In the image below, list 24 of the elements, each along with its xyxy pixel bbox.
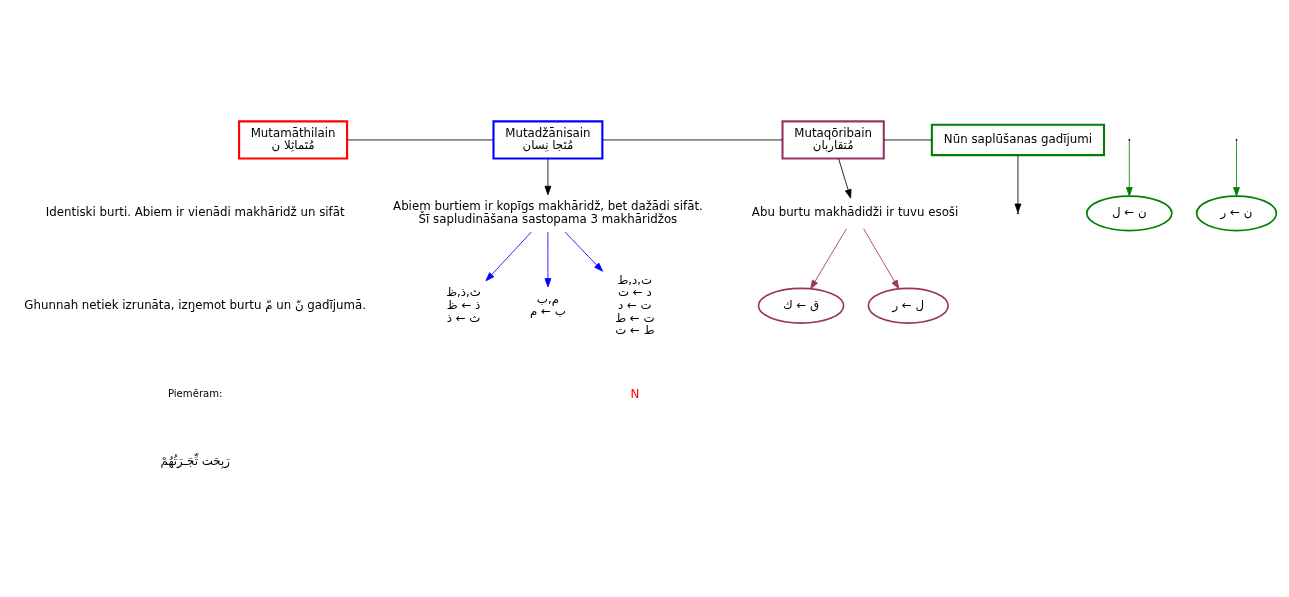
node-text: ث,ذ,ظ ذ ← ظ ث ← ذ [446, 284, 481, 325]
node-ellipse: ق ← ك [757, 287, 845, 324]
node-ellipse: ل ← ر [867, 287, 949, 324]
label: N [630, 386, 640, 401]
arrow [1233, 139, 1240, 196]
label: Identiski burti. Abiem ir vienādi makhāridž un sifāt [45, 204, 345, 219]
node-ellipse: ن ← ل [1085, 194, 1173, 231]
label: Piemēram: [167, 387, 223, 399]
arrow [1125, 139, 1133, 196]
arrow [485, 231, 532, 281]
arrow [544, 231, 552, 287]
label: رَبِحَت تِّجَـرَتُهُمْ [160, 453, 230, 468]
node-text: Abiem burtiem ir kopīgs makhāridž, bet dažādi sifāt. Šī sapludināšana sastopama 3 makhāridžos [393, 198, 703, 226]
node-box: Nūn saplūšanas gadījumi [930, 123, 1106, 156]
arrow [564, 231, 603, 272]
arrow [838, 157, 852, 199]
node-text: م,ب ب ← م [530, 291, 566, 318]
arrow [863, 227, 900, 289]
label: Ghunnah netiek izrunāta, izŋemot burtu مّ un نّ gadījumā. [24, 297, 367, 312]
node-ellipse: ن ← ر [1195, 194, 1278, 231]
node-text: ت,د,ط د ← ت ت ← د ت ← ط ط ← ت [615, 272, 655, 337]
arrow [810, 227, 847, 289]
node-text: Abu burtu makhādidži ir tuvu esoši [751, 204, 959, 219]
arrow [544, 157, 552, 195]
